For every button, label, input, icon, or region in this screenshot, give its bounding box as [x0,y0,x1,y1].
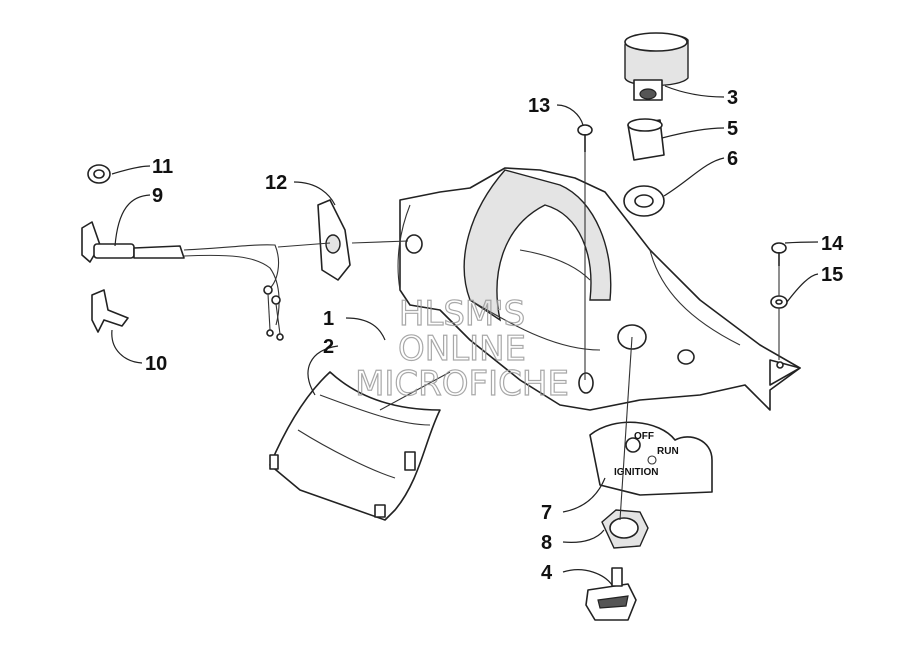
callout-11: 11 [152,156,173,178]
ignition-plate[interactable]: OFF RUN IGNITION [589,421,713,496]
callout-14: 14 [821,233,844,255]
callout-numbers: 11 9 10 12 1 2 13 3 5 6 14 15 7 8 4 [145,87,844,584]
callout-2: 2 [323,336,334,358]
callout-6: 6 [727,148,738,170]
plate-off-label: OFF [634,431,654,442]
switch-sleeve[interactable] [627,118,665,161]
lower-cover[interactable] [269,371,451,521]
washer-15[interactable] [770,295,788,309]
callout-3: 3 [727,87,738,109]
callout-10: 10 [145,353,167,375]
screw-13[interactable] [577,124,593,152]
ignition-switch[interactable] [624,32,689,101]
callout-8: 8 [541,532,552,554]
throttle-cable-assembly[interactable] [81,221,284,341]
watermark-line-3: MICROFICHE [355,364,569,404]
screw-14[interactable] [771,242,787,266]
callout-13: 13 [528,95,550,117]
leader-lines [111,85,819,586]
callout-4: 4 [541,562,553,584]
lock-washer[interactable] [623,185,665,217]
plate-ignition-label: IGNITION [614,467,658,478]
throttle-lever[interactable] [91,289,129,333]
callout-12: 12 [265,172,287,194]
throttle-washer[interactable] [87,164,111,184]
watermark: HLSM'S ONLINE MICROFICHE [354,293,569,404]
grommet-plate[interactable] [317,199,351,281]
callout-15: 15 [821,264,843,286]
callout-1: 1 [323,308,334,330]
plate-run-label: RUN [657,446,679,457]
callout-5: 5 [727,118,738,140]
watermark-line-1: HLSM'S [399,294,525,334]
callout-7: 7 [541,502,552,524]
assembly-guide-lines [277,152,780,521]
handlebar-pod-housing[interactable] [397,167,801,411]
ignition-nut[interactable] [601,509,649,549]
callout-9: 9 [152,185,163,207]
ignition-key[interactable] [585,567,637,621]
watermark-line-2: ONLINE [398,329,526,369]
